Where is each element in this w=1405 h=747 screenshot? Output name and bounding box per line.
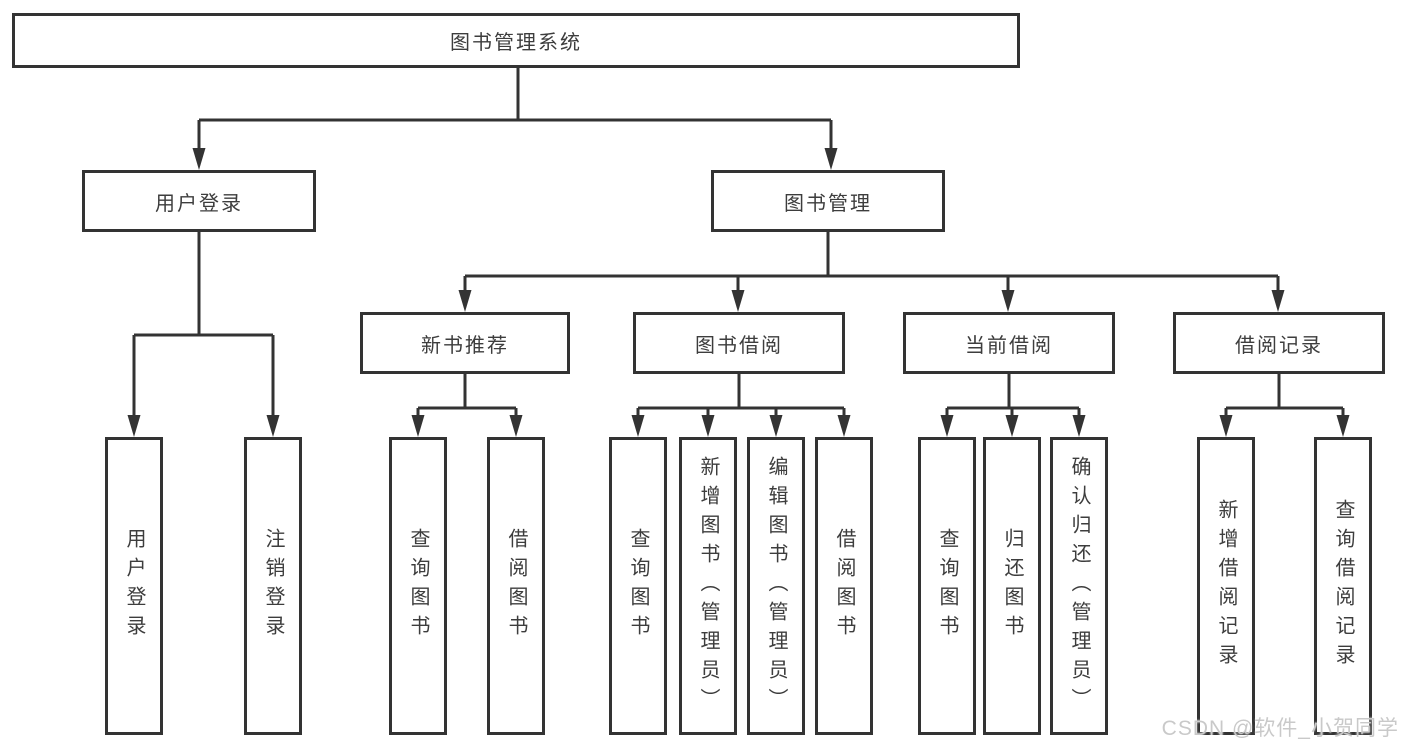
leaf-borrow-books: 借阅图书 (487, 437, 545, 735)
leaf-label: 借阅图书 (833, 528, 855, 644)
leaf-label: 新增图书（管理员） (697, 455, 719, 717)
leaf-label: 查询图书 (627, 528, 649, 644)
leaf-add-borrow-record: 新增借阅记录 (1197, 437, 1255, 735)
connector-mgmt-to-level3 (463, 232, 1280, 291)
connector-root-to-level2 (197, 68, 833, 149)
node-book-management: 图书管理 (711, 170, 945, 232)
node-current-borrowing: 当前借阅 (903, 312, 1115, 374)
leaf-label: 确认归还（管理员） (1068, 455, 1090, 717)
node-library-management-system: 图书管理系统 (12, 13, 1020, 68)
leaf-label: 归还图书 (1001, 528, 1023, 644)
leaf-logout: 注销登录 (244, 437, 302, 735)
leaf-user-login: 用户登录 (105, 437, 163, 735)
leaf-edit-books-admin: 编辑图书（管理员） (747, 437, 805, 735)
csdn-watermark: CSDN @软件_小贺同学 (1161, 717, 1399, 740)
leaf-label: 查询图书 (936, 528, 958, 644)
node-borrowing-records: 借阅记录 (1173, 312, 1385, 374)
leaf-return-books: 归还图书 (983, 437, 1041, 735)
connector-borrow-to-leaves (636, 374, 846, 416)
leaf-label: 编辑图书（管理员） (765, 455, 787, 717)
leaf-query-borrow-record: 查询借阅记录 (1314, 437, 1372, 735)
connector-rec-to-leaves (416, 374, 518, 416)
connector-records-to-leaves (1224, 374, 1345, 416)
node-book-borrowing: 图书借阅 (633, 312, 845, 374)
leaf-query-books: 查询图书 (918, 437, 976, 735)
leaf-query-books: 查询图书 (609, 437, 667, 735)
arrowheads (127, 148, 1350, 437)
connector-login-to-leaves (132, 232, 275, 416)
leaf-label: 新增借阅记录 (1215, 499, 1237, 673)
leaf-label: 注销登录 (262, 528, 284, 644)
leaf-add-books-admin: 新增图书（管理员） (679, 437, 737, 735)
leaf-label: 借阅图书 (505, 528, 527, 644)
connector-current-to-leaves (945, 374, 1081, 416)
leaf-label: 用户登录 (123, 528, 145, 644)
leaf-query-books: 查询图书 (389, 437, 447, 735)
leaf-borrow-books: 借阅图书 (815, 437, 873, 735)
leaf-label: 查询图书 (407, 528, 429, 644)
node-new-book-recommendation: 新书推荐 (360, 312, 570, 374)
leaf-confirm-return-admin: 确认归还（管理员） (1050, 437, 1108, 735)
leaf-label: 查询借阅记录 (1332, 499, 1354, 673)
node-user-login: 用户登录 (82, 170, 316, 232)
